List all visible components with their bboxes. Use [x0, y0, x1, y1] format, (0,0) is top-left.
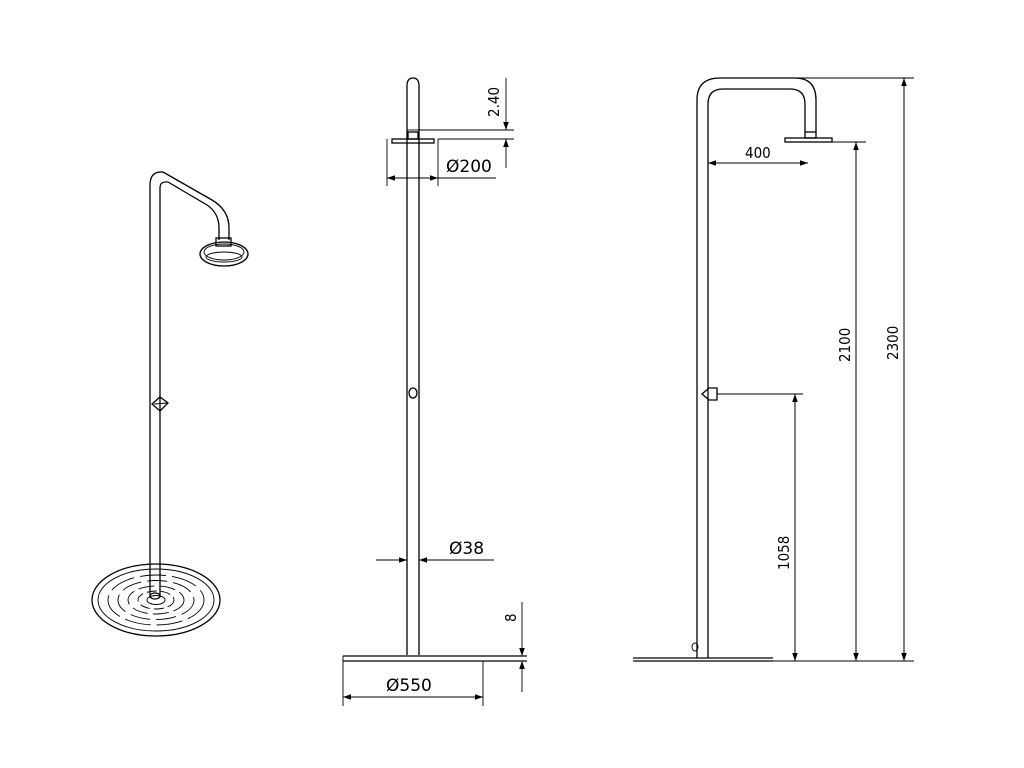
valve-handle: [151, 396, 169, 412]
side-view: 400 2300 2100 1058: [633, 77, 914, 662]
dim-arm-reach: 400: [708, 144, 808, 166]
dim-label-arm-reach: 400: [745, 144, 771, 162]
dim-showerhead-height: 2100: [836, 142, 859, 661]
side-base: [633, 657, 773, 662]
side-pipe: [691, 77, 833, 658]
dim-base-thickness: 8: [502, 602, 525, 692]
shower-head: [199, 237, 249, 267]
dim-label-valve-height: 1058: [775, 536, 793, 570]
front-view: 2.40 Ø200 Ø38 8: [342, 77, 527, 706]
front-pipe: [391, 77, 435, 655]
vertical-pipe: [149, 171, 169, 600]
dim-total-height: 2300: [884, 78, 907, 661]
dim-label-showerhead-diameter: Ø200: [446, 157, 492, 177]
dim-label-base-diameter: Ø550: [386, 676, 432, 696]
dim-label-offset: 2.40: [485, 87, 503, 117]
perspective-view: [91, 171, 249, 637]
dim-label-pipe-diameter: Ø38: [449, 539, 484, 559]
dim-label-base-thickness: 8: [502, 613, 520, 622]
dim-showerhead-offset: 2.40: [419, 78, 514, 168]
dim-label-showerhead-height: 2100: [836, 328, 854, 362]
base-plate-drain: [91, 563, 221, 637]
dim-label-total-height: 2300: [884, 326, 902, 360]
shower-arm: [162, 171, 230, 240]
dim-pipe-diameter: Ø38: [376, 539, 494, 563]
dim-base-diameter: Ø550: [342, 661, 484, 706]
front-base: [342, 655, 527, 662]
dim-showerhead-diameter: Ø200: [386, 139, 496, 186]
dim-valve-height: 1058: [775, 394, 798, 661]
